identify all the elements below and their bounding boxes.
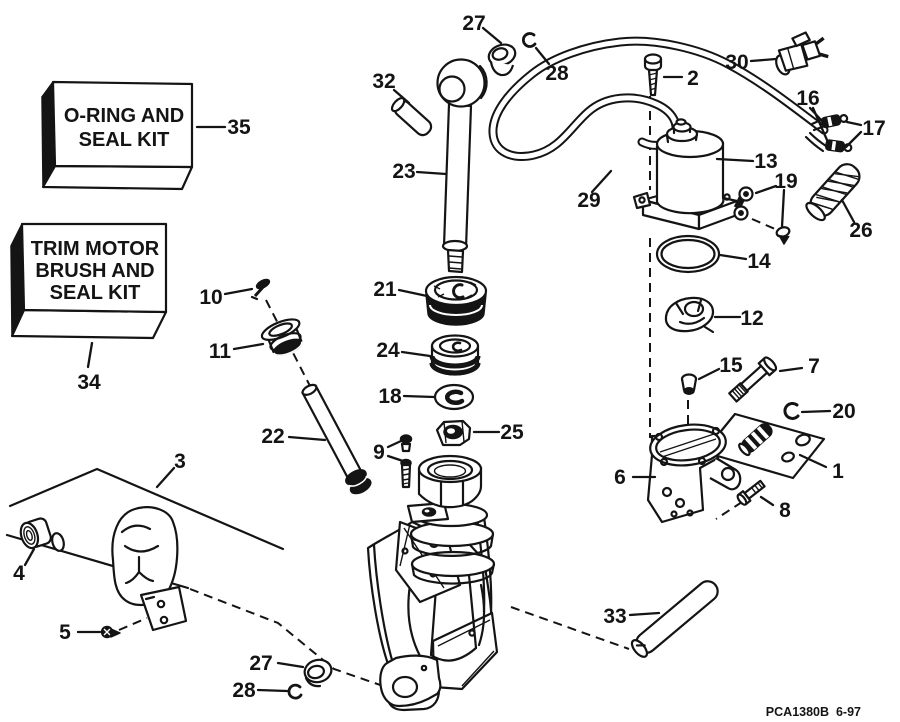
callout-1: 1 — [832, 460, 844, 483]
kit-box-trim-line3: SEAL KIT — [50, 282, 141, 304]
kit-box-oring-seal: O-RING AND SEAL KIT — [41, 80, 194, 191]
callout-16: 16 — [796, 87, 819, 110]
callout-5: 5 — [59, 621, 71, 644]
part-28-retaining-ring-bottom — [287, 683, 303, 700]
part-22-shock-rod — [301, 383, 372, 495]
callout-18: 18 — [378, 385, 402, 408]
part-26-flex-hose — [805, 163, 861, 222]
part-19-link-and-screw — [733, 186, 791, 245]
kit-box-trim-line1: TRIM MOTOR — [31, 238, 160, 260]
part-32-pivot-pin — [390, 96, 433, 137]
part-25-nut — [435, 419, 472, 447]
part-27-bushing-top — [487, 43, 517, 77]
part-11-grommet — [260, 318, 303, 356]
part-13-trim-motor — [655, 118, 725, 215]
part-6-manifold-bracket — [646, 423, 742, 524]
part-27-bushing-bottom — [303, 658, 333, 688]
callout-21: 21 — [373, 278, 397, 301]
part-4-bushing — [19, 517, 65, 552]
part-8-screw — [736, 479, 766, 506]
part-14-o-ring — [655, 234, 721, 274]
leader-lines — [23, 26, 863, 693]
part-30-connector — [775, 31, 829, 76]
callout-3: 3 — [174, 450, 186, 473]
callout-24: 24 — [376, 339, 400, 362]
part-5-screw — [100, 625, 121, 639]
callout-23: 23 — [392, 160, 415, 183]
part-7-long-bolt — [728, 356, 778, 403]
kit-box-oring-line1: O-RING AND — [64, 105, 184, 127]
part-18-washer — [433, 383, 475, 411]
assembly-dashed-lines — [118, 96, 776, 688]
callout-7: 7 — [808, 355, 820, 378]
kit-box-trim-motor: TRIM MOTOR BRUSH AND SEAL KIT — [10, 222, 168, 340]
part-2-screw — [643, 53, 663, 97]
part-24-piston-spool — [429, 334, 481, 376]
callout-34: 34 — [77, 371, 101, 394]
part-20-snap-ring — [783, 401, 800, 420]
callout-2: 2 — [687, 67, 699, 90]
callout-9: 9 — [373, 441, 385, 464]
callout-6: 6 — [614, 466, 626, 489]
callout-25: 25 — [500, 421, 524, 444]
callout-15: 15 — [719, 354, 743, 377]
part-9-set-screws — [399, 434, 413, 489]
callout-4: 4 — [13, 562, 25, 585]
part-33-pivot-pin-large — [630, 580, 719, 658]
callout-26: 26 — [849, 219, 872, 242]
callout-13: 13 — [754, 150, 777, 173]
callout-30: 30 — [725, 51, 748, 74]
part-12-pump-cover — [664, 296, 715, 334]
callout-20: 20 — [832, 400, 855, 423]
callout-27-bottom: 27 — [249, 652, 272, 675]
callout-11: 11 — [209, 340, 232, 363]
drawing-code: PCA1380B 6-97 — [766, 705, 861, 719]
part-23-piston-rod — [436, 58, 488, 274]
kit-box-oring-line2: SEAL KIT — [79, 129, 170, 151]
part-21-reservoir-cap — [424, 275, 488, 326]
part-29-wire-harness — [488, 36, 829, 161]
callout-22: 22 — [261, 425, 284, 448]
part-15-bolt — [680, 373, 698, 395]
callout-27-top: 27 — [462, 12, 485, 35]
kit-box-trim-line2: BRUSH AND — [35, 260, 154, 282]
callout-8: 8 — [779, 499, 791, 522]
callout-19: 19 — [774, 170, 797, 193]
callout-28-bottom: 28 — [232, 679, 256, 702]
callout-17: 17 — [862, 117, 885, 140]
main-cylinder-housing — [366, 454, 499, 712]
callout-29: 29 — [577, 189, 600, 212]
callout-12: 12 — [740, 307, 763, 330]
callout-28-top: 28 — [545, 62, 569, 85]
part-28-retaining-ring-top — [521, 32, 537, 48]
callout-10: 10 — [199, 286, 222, 309]
callout-32: 32 — [372, 70, 395, 93]
callout-14: 14 — [747, 250, 771, 273]
callout-33: 33 — [603, 605, 626, 628]
part-anode-bracket — [111, 506, 188, 632]
part-10-pin — [250, 278, 271, 301]
callout-labels: 27 28 32 23 2 30 16 17 13 19 29 26 14 35… — [13, 12, 886, 702]
callout-35: 35 — [227, 116, 251, 139]
